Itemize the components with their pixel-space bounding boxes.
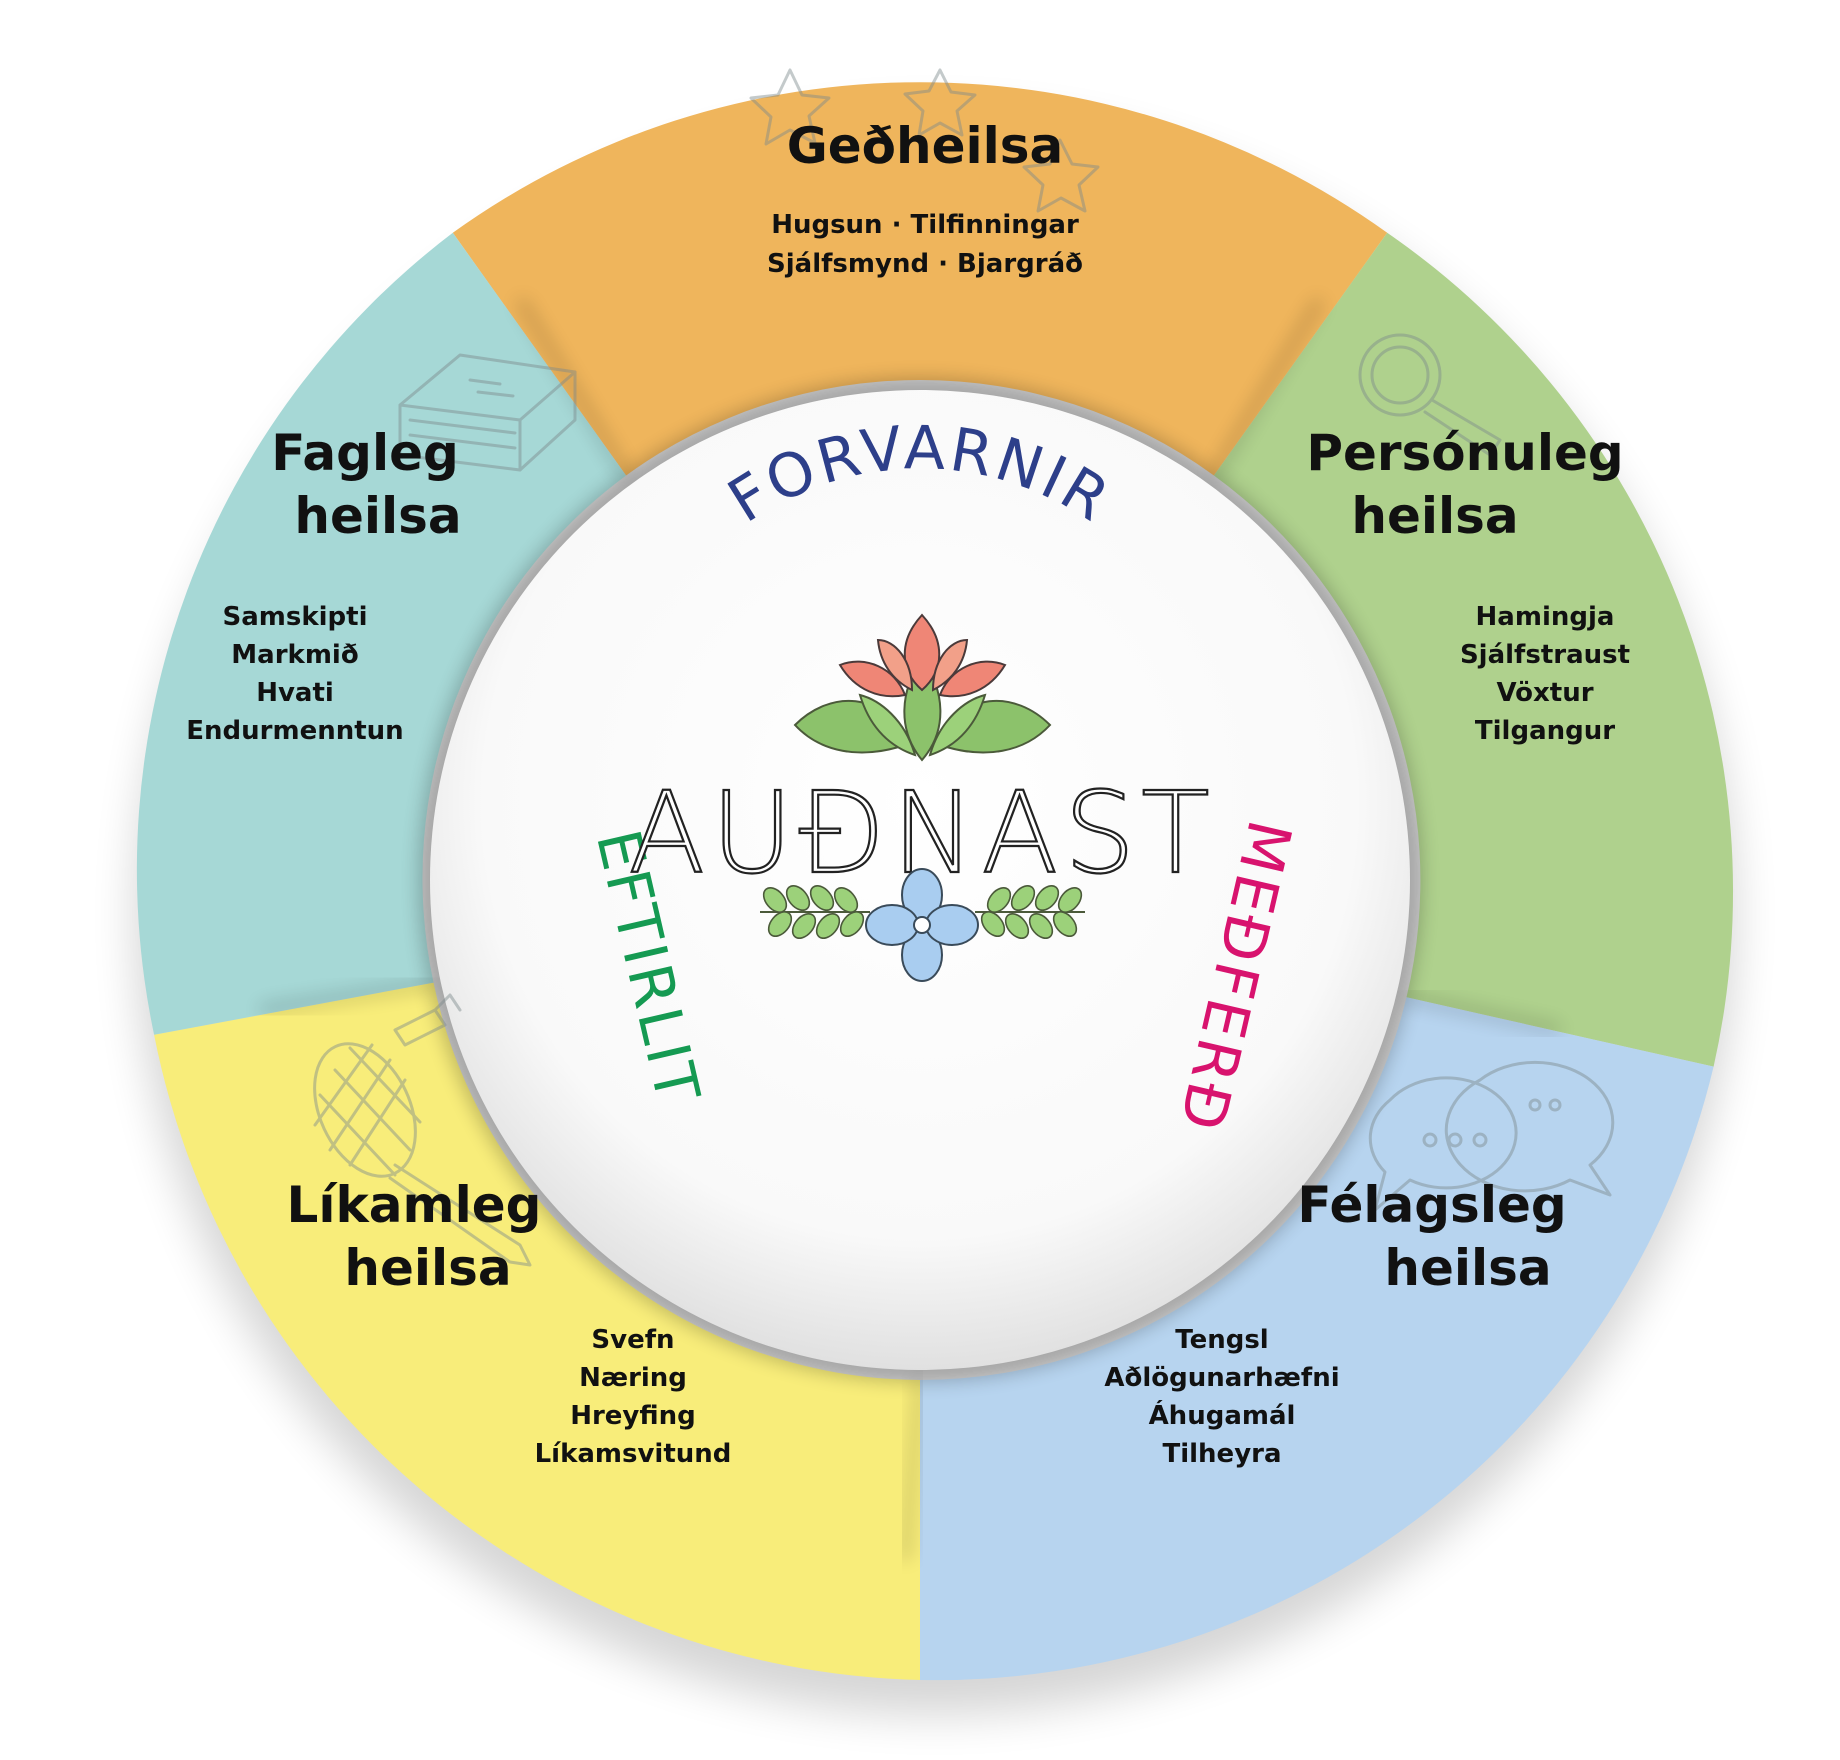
laurel-branches-icon [760, 885, 1085, 939]
sector-fagleg [136, 232, 627, 1035]
sector-personuleg [1213, 232, 1734, 1067]
felagsleg-item: Tilheyra [1162, 1439, 1281, 1469]
felagsleg-title-line2: heilsa [1384, 1239, 1551, 1297]
felagsleg-item: Aðlögunarhæfni [1104, 1363, 1339, 1393]
badminton-racket-icon [313, 993, 532, 1267]
sector-gedheilsa-band [452, 82, 1388, 476]
likamleg-item: Næring [579, 1363, 687, 1393]
likamleg-item: Svefn [591, 1325, 674, 1355]
gedheilsa-title: Geðheilsa [787, 117, 1064, 175]
personuleg-item: Sjálfstraust [1460, 640, 1630, 670]
sector-likamleg [154, 982, 921, 1680]
personuleg-item: Vöxtur [1496, 678, 1593, 708]
gedheilsa-items-row2: Sjálfsmynd · Bjargráð [767, 249, 1083, 279]
felagsleg-title-line1: Félagsleg [1297, 1176, 1566, 1234]
fagleg-title-line2: heilsa [294, 487, 461, 545]
magnifying-glass-icon [1358, 333, 1502, 457]
personuleg-item: Tilgangur [1475, 716, 1615, 746]
sector-personuleg-band [1213, 232, 1734, 1067]
likamleg-title-line2: heilsa [344, 1239, 511, 1297]
fagleg-item: Hvati [256, 678, 334, 708]
sector-separators [259, 297, 1562, 1561]
personuleg-title-line2: heilsa [1351, 487, 1518, 545]
gedheilsa-items-row1: Hugsun · Tilfinningar [771, 210, 1079, 240]
sector-gedheilsa [452, 82, 1388, 476]
fagleg-title-line1: Fagleg [271, 424, 459, 482]
stars-icon [749, 68, 1100, 213]
blue-flower-icon [865, 868, 979, 982]
felagsleg-item: Tengsl [1175, 1325, 1268, 1355]
fagleg-item: Samskipti [223, 602, 368, 632]
likamleg-item: Hreyfing [570, 1401, 696, 1431]
sector-fagleg-band [136, 232, 627, 1035]
sector-felagsleg-band [920, 997, 1714, 1681]
lotus-flower-icon [793, 613, 1052, 762]
sector-felagsleg [920, 997, 1714, 1681]
fagleg-item: Markmið [231, 640, 358, 670]
sector-likamleg-band [154, 982, 921, 1680]
book-icon [398, 353, 577, 472]
personuleg-item: Hamingja [1476, 602, 1615, 632]
fagleg-item: Endurmenntun [186, 716, 403, 746]
personuleg-title-line1: Persónuleg [1306, 424, 1623, 482]
speech-bubbles-icon [1368, 1060, 1615, 1212]
likamleg-item: Líkamsvitund [535, 1439, 732, 1469]
audnast-logo: AUÐNAST [627, 613, 1211, 982]
felagsleg-item: Áhugamál [1149, 1399, 1296, 1431]
likamleg-title-line1: Líkamleg [287, 1176, 542, 1234]
